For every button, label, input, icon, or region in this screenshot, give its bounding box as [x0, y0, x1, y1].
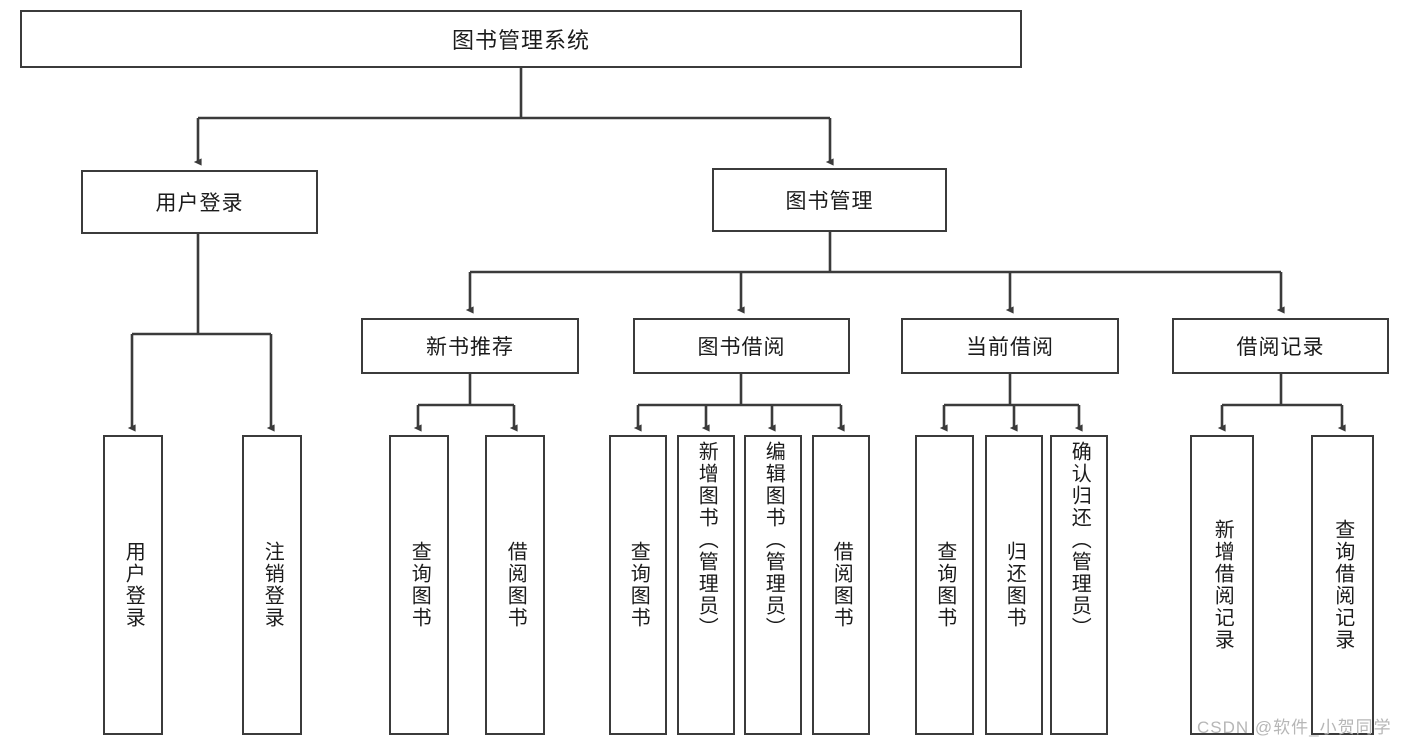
- node-user-login[interactable]: 用户登录: [81, 170, 318, 234]
- node-leaf-add-borrow-record[interactable]: 新增借阅记录: [1190, 435, 1254, 735]
- node-book-management[interactable]: 图书管理: [712, 168, 947, 232]
- node-book-management-system[interactable]: 图书管理系统: [20, 10, 1022, 68]
- node-leaf-edit-book-admin[interactable]: 编辑图书（管理员）: [744, 435, 802, 735]
- node-leaf-user-login[interactable]: 用户登录: [103, 435, 163, 735]
- node-label: 新增借阅记录: [1211, 519, 1234, 651]
- node-label: 新增图书（管理员）: [695, 441, 718, 639]
- node-current-borrow[interactable]: 当前借阅: [901, 318, 1119, 374]
- node-label: 用户登录: [155, 192, 244, 215]
- node-label: 图书管理系统: [451, 28, 590, 53]
- node-leaf-user-logout[interactable]: 注销登录: [242, 435, 302, 735]
- node-label: 归还图书: [1003, 541, 1026, 629]
- node-label: 图书借阅: [697, 336, 786, 359]
- node-label: 新书推荐: [426, 336, 514, 359]
- node-label: 用户登录: [122, 541, 145, 629]
- node-book-borrow[interactable]: 图书借阅: [633, 318, 850, 374]
- node-label: 确认归还（管理员）: [1068, 441, 1091, 639]
- node-leaf-query-book-recommend[interactable]: 查询图书: [389, 435, 449, 735]
- node-leaf-add-book-admin[interactable]: 新增图书（管理员）: [677, 435, 735, 735]
- node-leaf-query-book-current[interactable]: 查询图书: [915, 435, 974, 735]
- node-label: 查询图书: [627, 541, 650, 629]
- node-label: 查询图书: [933, 541, 956, 629]
- node-label: 查询图书: [408, 541, 431, 629]
- node-leaf-borrow-book-recommend[interactable]: 借阅图书: [485, 435, 545, 735]
- node-label: 借阅记录: [1236, 336, 1325, 359]
- node-leaf-query-book-borrow[interactable]: 查询图书: [609, 435, 667, 735]
- node-label: 注销登录: [261, 541, 284, 629]
- node-label: 查询借阅记录: [1331, 519, 1354, 651]
- node-leaf-query-borrow-record[interactable]: 查询借阅记录: [1311, 435, 1374, 735]
- csdn-watermark: CSDN @软件_小贺同学: [1197, 718, 1392, 737]
- node-label: 借阅图书: [830, 541, 853, 629]
- node-leaf-borrow-book[interactable]: 借阅图书: [812, 435, 870, 735]
- node-leaf-return-book[interactable]: 归还图书: [985, 435, 1043, 735]
- node-label: 图书管理: [785, 190, 874, 213]
- node-label: 编辑图书（管理员）: [762, 441, 785, 639]
- node-leaf-confirm-return-admin[interactable]: 确认归还（管理员）: [1050, 435, 1108, 735]
- node-label: 借阅图书: [504, 541, 527, 629]
- node-new-book-recommend[interactable]: 新书推荐: [361, 318, 579, 374]
- node-borrow-record[interactable]: 借阅记录: [1172, 318, 1389, 374]
- node-label: 当前借阅: [966, 336, 1054, 359]
